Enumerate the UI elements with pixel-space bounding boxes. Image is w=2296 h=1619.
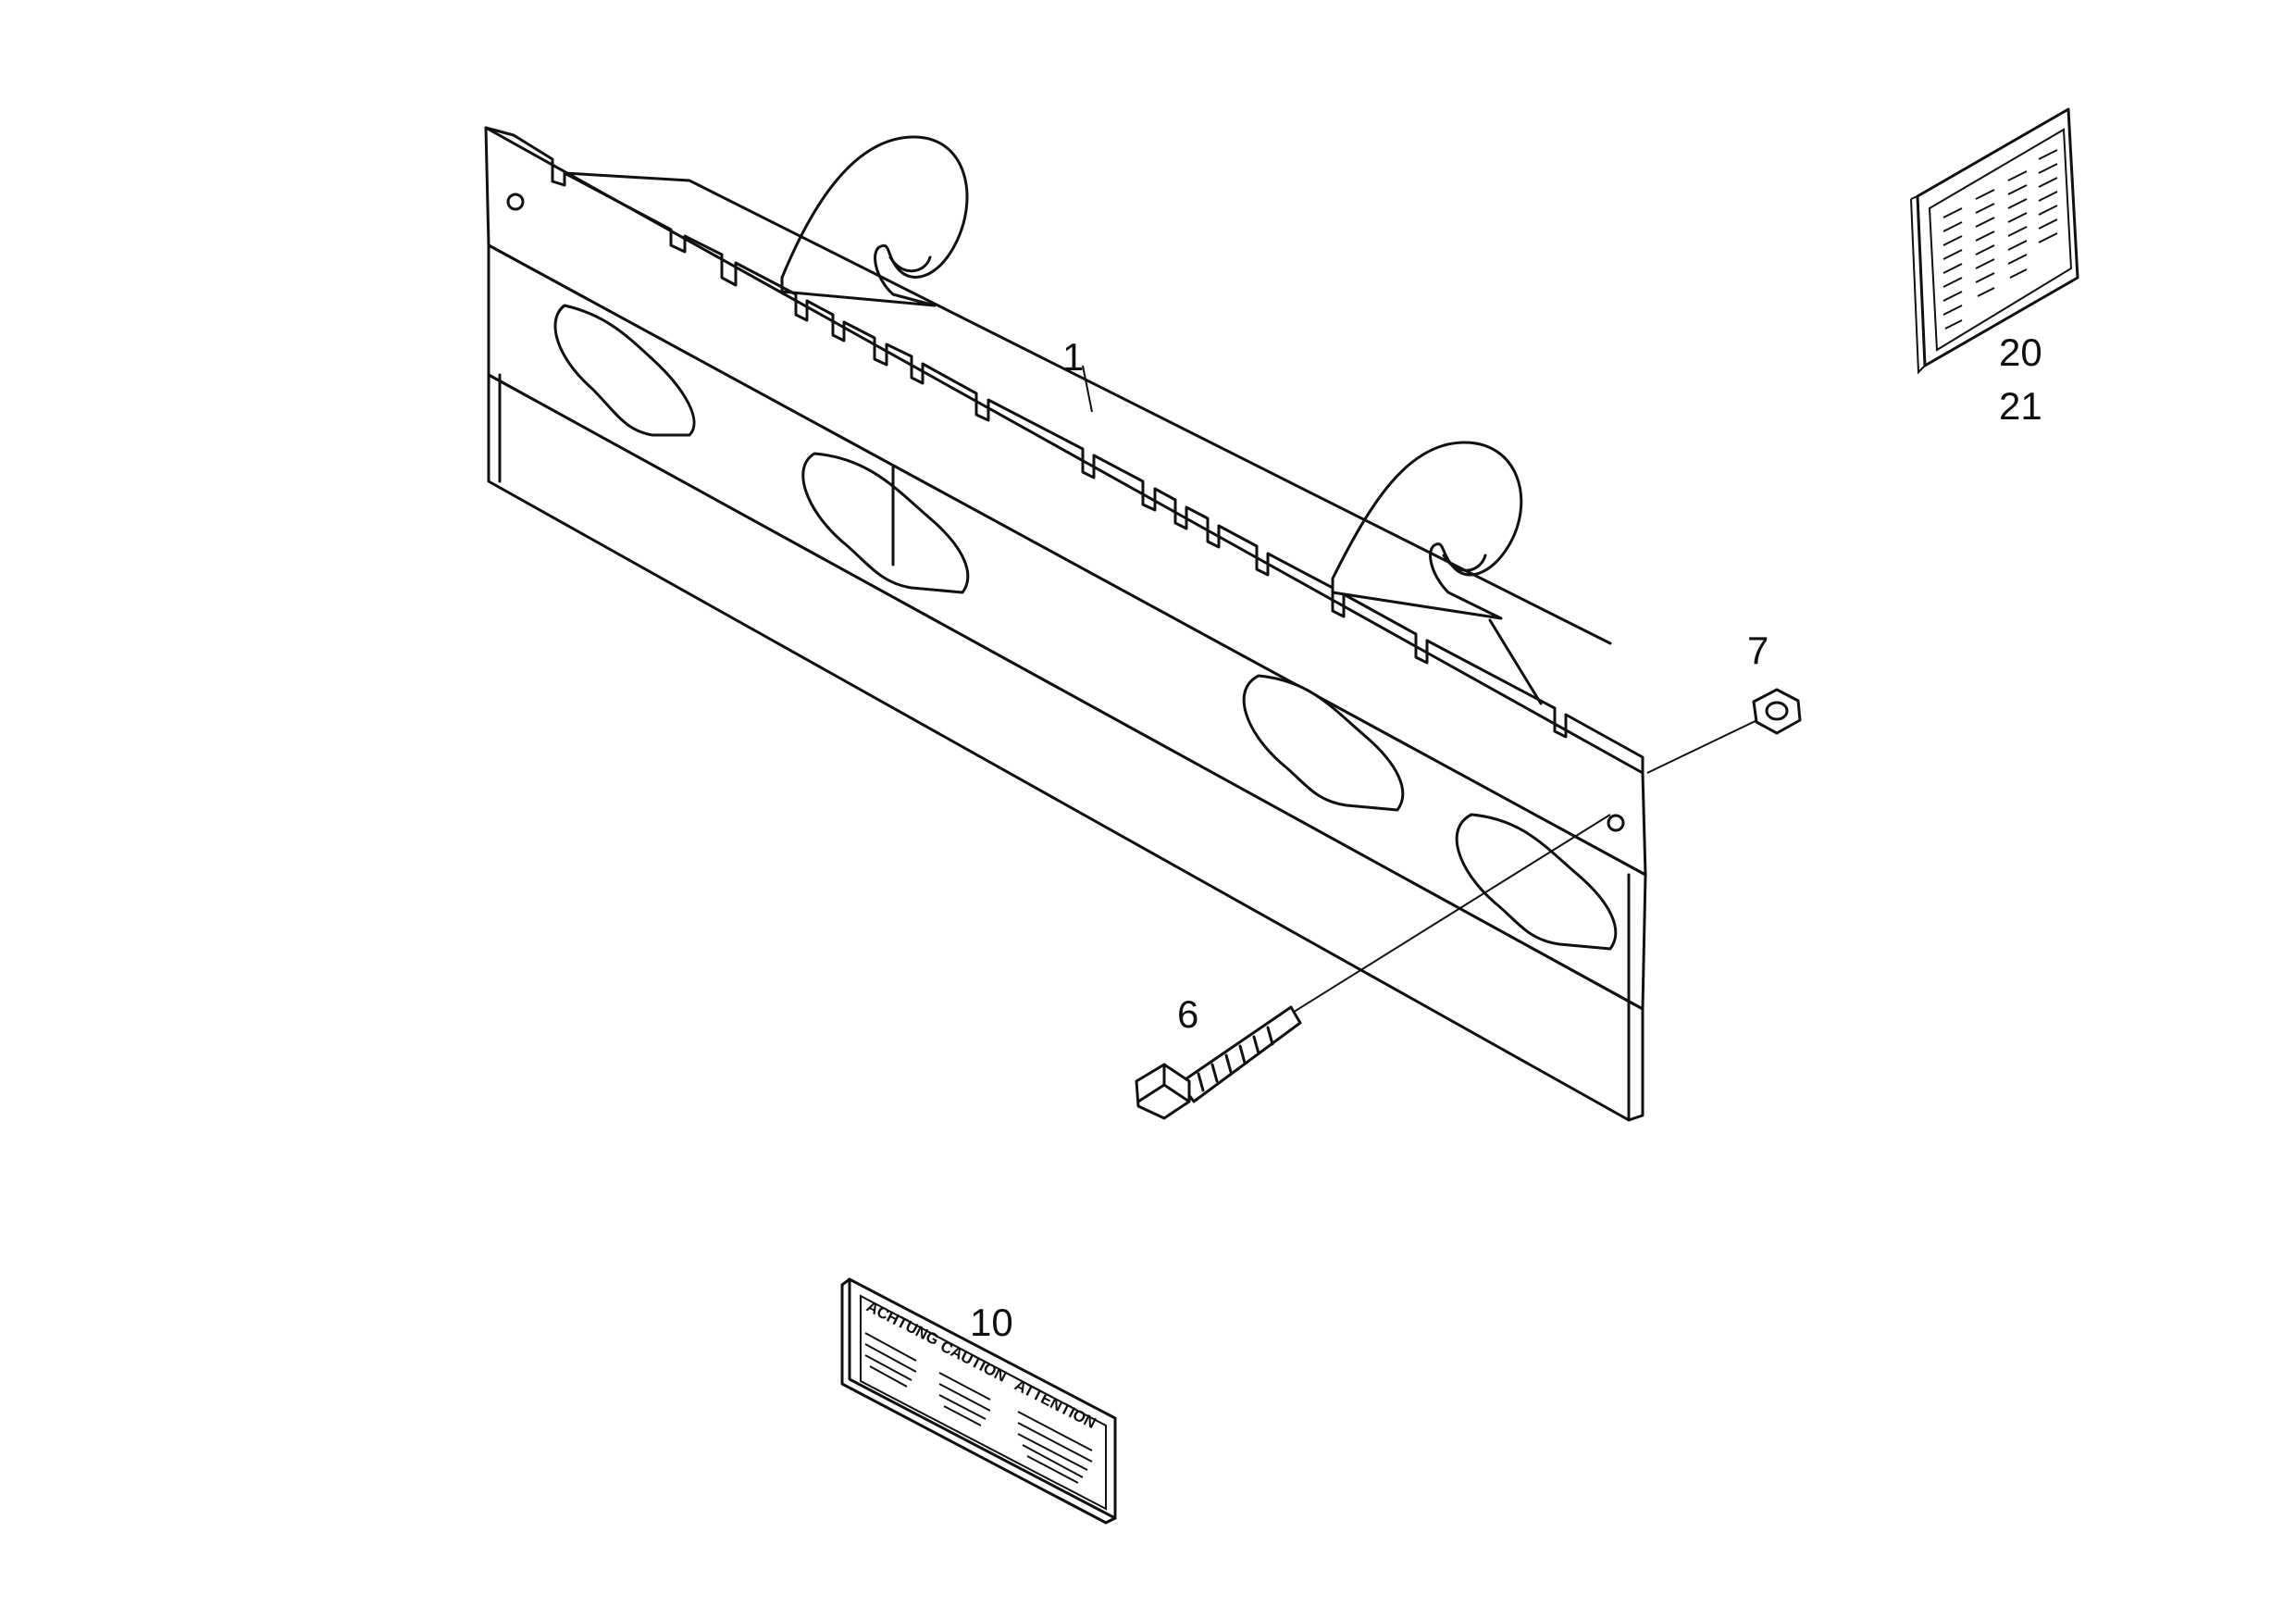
right-hook-plate	[1331, 441, 1523, 620]
callout-warning-plate: 10	[970, 1301, 1013, 1344]
decal-sheet	[1910, 107, 2079, 375]
web-window-3	[1242, 674, 1405, 812]
left-hook-plate	[780, 135, 969, 307]
web-window-4	[1455, 813, 1618, 951]
leader-nut-axis	[1646, 716, 1764, 774]
callout-decal-b: 21	[1999, 384, 2042, 428]
hex-nut	[1646, 688, 1802, 774]
leader-frame	[1082, 365, 1093, 413]
bottom-bar	[487, 373, 1644, 1122]
callout-frame: 1	[1062, 335, 1085, 379]
callout-nut: 7	[1747, 629, 1769, 672]
callout-bolt: 6	[1177, 992, 1199, 1036]
hex-bolt	[1135, 814, 1611, 1120]
quick-coupler-frame	[484, 126, 1647, 1122]
callout-decal-a: 20	[1999, 330, 2042, 374]
web-window-1	[553, 304, 696, 437]
leader-bolt-axis	[1290, 814, 1611, 1015]
